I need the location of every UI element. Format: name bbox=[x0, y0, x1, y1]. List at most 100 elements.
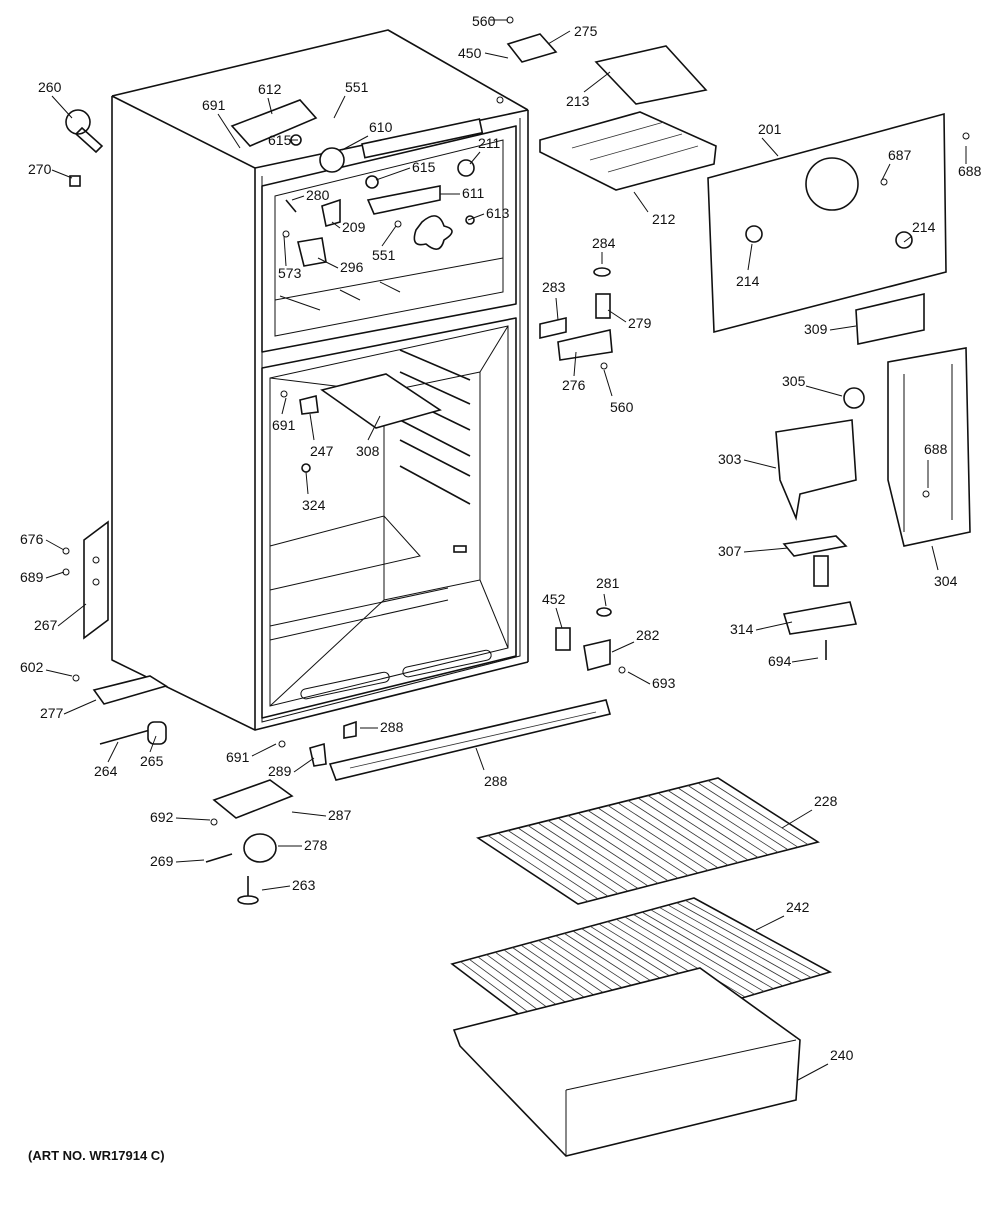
callout-450: 450 bbox=[458, 45, 509, 61]
leader-line bbox=[341, 135, 369, 151]
shelf-wire bbox=[527, 825, 629, 892]
callout-694: 694 bbox=[768, 653, 819, 669]
leader-line bbox=[743, 547, 789, 553]
shelf-wire bbox=[577, 812, 679, 879]
leader-line bbox=[747, 243, 753, 271]
leader-line bbox=[467, 213, 485, 221]
leader-line bbox=[573, 351, 577, 377]
callout-610: 610 bbox=[341, 119, 393, 151]
callout-201: 201 bbox=[758, 121, 782, 157]
part-number: 573 bbox=[278, 265, 302, 281]
callout-615b: 615 bbox=[375, 159, 436, 181]
evaporator-cover bbox=[707, 112, 970, 345]
leader-line bbox=[251, 743, 277, 757]
part-number: 551 bbox=[372, 247, 396, 263]
callout-296: 296 bbox=[317, 257, 364, 275]
callout-282: 282 bbox=[611, 627, 660, 653]
callout-551b: 551 bbox=[372, 225, 397, 263]
shelf-wire bbox=[667, 790, 769, 856]
callout-269: 269 bbox=[150, 853, 205, 869]
leader-line bbox=[333, 95, 346, 119]
shelf-wire bbox=[567, 815, 669, 882]
cover-rib bbox=[650, 909, 784, 987]
leader-line bbox=[755, 621, 793, 631]
part-number: 551 bbox=[345, 79, 369, 95]
leader-line bbox=[903, 235, 913, 243]
part-number: 280 bbox=[306, 187, 330, 203]
leader-line bbox=[611, 641, 635, 653]
leader-line bbox=[283, 235, 287, 267]
leader-line bbox=[267, 97, 273, 115]
shelf-wire bbox=[557, 817, 659, 884]
shelf-wire bbox=[687, 785, 789, 851]
part-number: 307 bbox=[718, 543, 742, 559]
callout-278: 278 bbox=[278, 837, 328, 853]
part-number: 691 bbox=[272, 417, 296, 433]
callout-304: 304 bbox=[931, 545, 958, 589]
cover-rib bbox=[659, 907, 793, 984]
part-number: 602 bbox=[20, 659, 44, 675]
part-number: 213 bbox=[566, 93, 590, 109]
callout-573: 573 bbox=[278, 235, 302, 281]
callout-240: 240 bbox=[797, 1047, 854, 1081]
callout-551a: 551 bbox=[333, 79, 369, 119]
leader-line bbox=[149, 735, 157, 753]
shelf-wire bbox=[517, 827, 619, 895]
shelf-wire bbox=[597, 807, 699, 874]
callout-280: 280 bbox=[291, 187, 330, 203]
callout-214a: 214 bbox=[903, 219, 936, 243]
callout-288b: 288 bbox=[475, 747, 508, 789]
part-number: 303 bbox=[718, 451, 742, 467]
leader-line bbox=[583, 71, 611, 93]
leader-line bbox=[51, 169, 73, 179]
part-number: 267 bbox=[34, 617, 58, 633]
part-number: 212 bbox=[652, 211, 676, 227]
callout-314: 314 bbox=[730, 621, 793, 637]
callout-281: 281 bbox=[596, 575, 620, 607]
cover-rib bbox=[676, 902, 812, 978]
part-number: 201 bbox=[758, 121, 782, 137]
shelf-wire bbox=[657, 792, 759, 858]
shelf-wire bbox=[677, 787, 779, 853]
cover-rib bbox=[685, 900, 821, 976]
part-number: 304 bbox=[934, 573, 958, 589]
leader-line bbox=[45, 539, 65, 551]
leader-line bbox=[607, 309, 627, 323]
part-number: 612 bbox=[258, 81, 282, 97]
part-number: 240 bbox=[830, 1047, 854, 1063]
shelves bbox=[450, 777, 833, 1157]
part-number: 692 bbox=[150, 809, 174, 825]
part-number: 269 bbox=[150, 853, 174, 869]
callout-305: 305 bbox=[782, 373, 843, 397]
part-number: 615 bbox=[412, 159, 436, 175]
part-number: 689 bbox=[20, 569, 44, 585]
leader-line bbox=[881, 163, 891, 181]
shelf-wire bbox=[647, 795, 749, 861]
part-number: 284 bbox=[592, 235, 616, 251]
part-number: 613 bbox=[486, 205, 510, 221]
leader-line bbox=[627, 671, 651, 685]
leader-line bbox=[805, 385, 843, 397]
callout-452: 452 bbox=[542, 591, 566, 629]
leader-line bbox=[555, 607, 563, 629]
leader-line bbox=[305, 471, 309, 495]
callout-211: 211 bbox=[469, 135, 501, 165]
part-number: 314 bbox=[730, 621, 754, 637]
part-number: 452 bbox=[542, 591, 566, 607]
callout-688a: 688 bbox=[958, 146, 982, 179]
part-number: 281 bbox=[596, 575, 620, 591]
leader-line bbox=[63, 699, 97, 715]
part-number: 615 bbox=[268, 132, 292, 148]
part-number: 296 bbox=[340, 259, 364, 275]
part-number: 691 bbox=[226, 749, 250, 765]
top-right-parts bbox=[506, 16, 717, 191]
shelf-wire bbox=[607, 805, 709, 871]
callout-687: 687 bbox=[881, 147, 912, 181]
callout-289: 289 bbox=[268, 757, 315, 779]
leader-line bbox=[791, 657, 819, 663]
leader-line bbox=[217, 113, 241, 149]
leader-line bbox=[309, 413, 315, 441]
callout-247: 247 bbox=[309, 413, 334, 459]
